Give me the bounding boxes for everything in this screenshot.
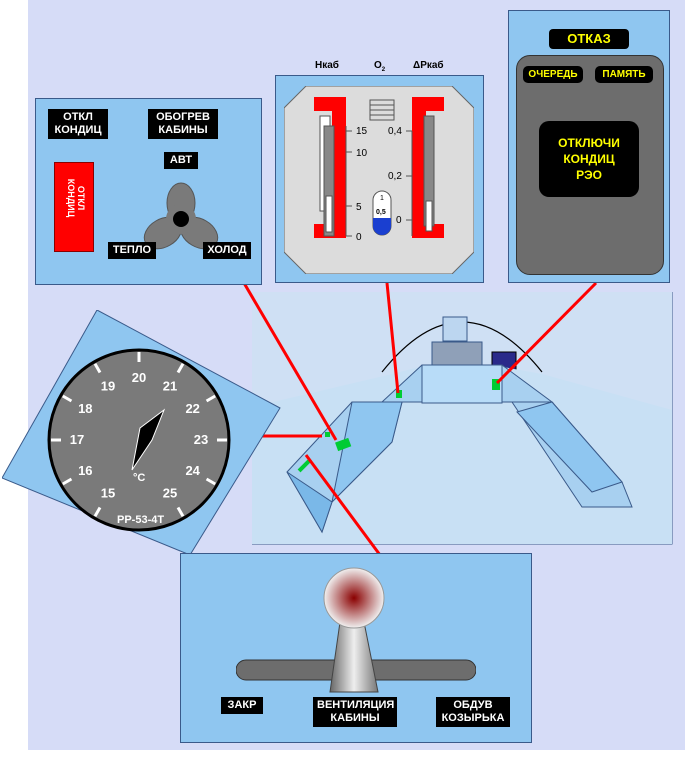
dial-tick	[62, 394, 73, 403]
memory-button[interactable]: ПАМЯТЬ	[595, 66, 653, 83]
dial-scale-label: 19	[101, 378, 115, 393]
dial-needle-icon[interactable]	[131, 408, 166, 471]
pressure-tick-label: 0,4	[388, 126, 402, 137]
dial-tick	[205, 477, 216, 486]
dial-tick	[176, 363, 185, 374]
thermostat-dial: 15 16 17 18 19 20 21 22 23 24 25 °C РР-53-4Т	[2, 310, 281, 555]
closed-label: ЗАКР	[221, 697, 263, 714]
lever-knob-icon	[323, 567, 385, 629]
gauge-face: 15 10 5 0 0,4 0,2 0 1 0,5	[284, 86, 474, 274]
dial-scale-label: 21	[163, 378, 177, 393]
dial-tick	[93, 506, 102, 517]
cockpit-view	[252, 292, 673, 545]
auto-mode-label: АВТ	[164, 152, 198, 169]
dial-tick	[205, 394, 216, 403]
dial-scale-label: 20	[132, 370, 146, 385]
ac-off-switch-text: ОТКЛ КОНДИЦ	[66, 178, 86, 218]
dial-scale-label: 25	[163, 486, 177, 501]
dial-unit: °C	[133, 472, 145, 484]
o2-bottom-label: 0,5	[376, 209, 386, 216]
knob-icon	[143, 182, 219, 250]
ac-off-label: ОТКЛ КОНДИЦ	[48, 109, 108, 139]
altitude-tick-label: 0	[356, 232, 362, 243]
o2-top-label: 1	[380, 195, 384, 202]
o2-header: O2	[374, 60, 385, 73]
dial-scale-label: 22	[185, 401, 199, 416]
dial-scale-label: 24	[185, 463, 200, 478]
cabin-heating-label: ОБОГРЕВ КАБИНЫ	[148, 109, 218, 139]
altitude-tick-label: 10	[356, 148, 368, 159]
dial-scale-label: 18	[78, 401, 92, 416]
warning-title-lamp: ОТКАЗ	[549, 29, 629, 49]
pressure-header: ΔРкаб	[413, 60, 444, 71]
cold-label: ХОЛОД	[203, 242, 251, 259]
queue-button[interactable]: ОЧЕРЕДЬ	[523, 66, 583, 83]
dial-model: РР-53-4Т	[117, 514, 164, 526]
warm-label: ТЕПЛО	[108, 242, 156, 259]
dial-marks: 15 16 17 18 19 20 21 22 23 24 25	[51, 352, 227, 517]
dial-scale-label: 23	[194, 432, 208, 447]
altitude-tick-label: 15	[356, 126, 368, 137]
ac-off-switch[interactable]: ОТКЛ КОНДИЦ	[54, 162, 94, 252]
altitude-header: Нкаб	[315, 60, 339, 71]
temperature-selector-knob[interactable]	[141, 181, 221, 256]
cabin-ventilation-label: ВЕНТИЛЯЦИЯ КАБИНЫ	[313, 697, 397, 727]
o2-header-sub: 2	[381, 67, 386, 73]
dial-tick	[176, 506, 185, 517]
dial-tick	[93, 363, 102, 374]
altitude-tick-label: 5	[356, 202, 362, 213]
ac-control-panel: ОТКЛ КОНДИЦ ОБОГРЕВ КАБИНЫ ОТКЛ КОНДИЦ А…	[35, 98, 262, 285]
visor-blowing-label: ОБДУВ КОЗЫРЬКА	[436, 697, 510, 727]
pressure-tick-label: 0	[396, 215, 402, 226]
pressure-tick-label: 0,2	[388, 171, 402, 182]
cabin-gauges-panel: 15 10 5 0 0,4 0,2 0 1 0,5	[275, 75, 484, 283]
dial-scale-label: 17	[70, 432, 84, 447]
o2-header-text: O	[374, 60, 382, 71]
ventilation-panel: ЗАКР ВЕНТИЛЯЦИЯ КАБИНЫ ОБДУВ КОЗЫРЬКА	[180, 553, 532, 743]
ventilation-lever[interactable]	[236, 564, 476, 694]
failure-warning-panel: ОТКАЗ ОЧЕРЕДЬ ПАМЯТЬ ОТКЛЮЧИ КОНДИЦ РЭО	[508, 10, 670, 283]
dial-scale-label: 16	[78, 463, 92, 478]
dial-scale-label: 15	[101, 486, 115, 501]
warning-message-display: ОТКЛЮЧИ КОНДИЦ РЭО	[539, 121, 639, 197]
dial-tick	[62, 477, 73, 486]
